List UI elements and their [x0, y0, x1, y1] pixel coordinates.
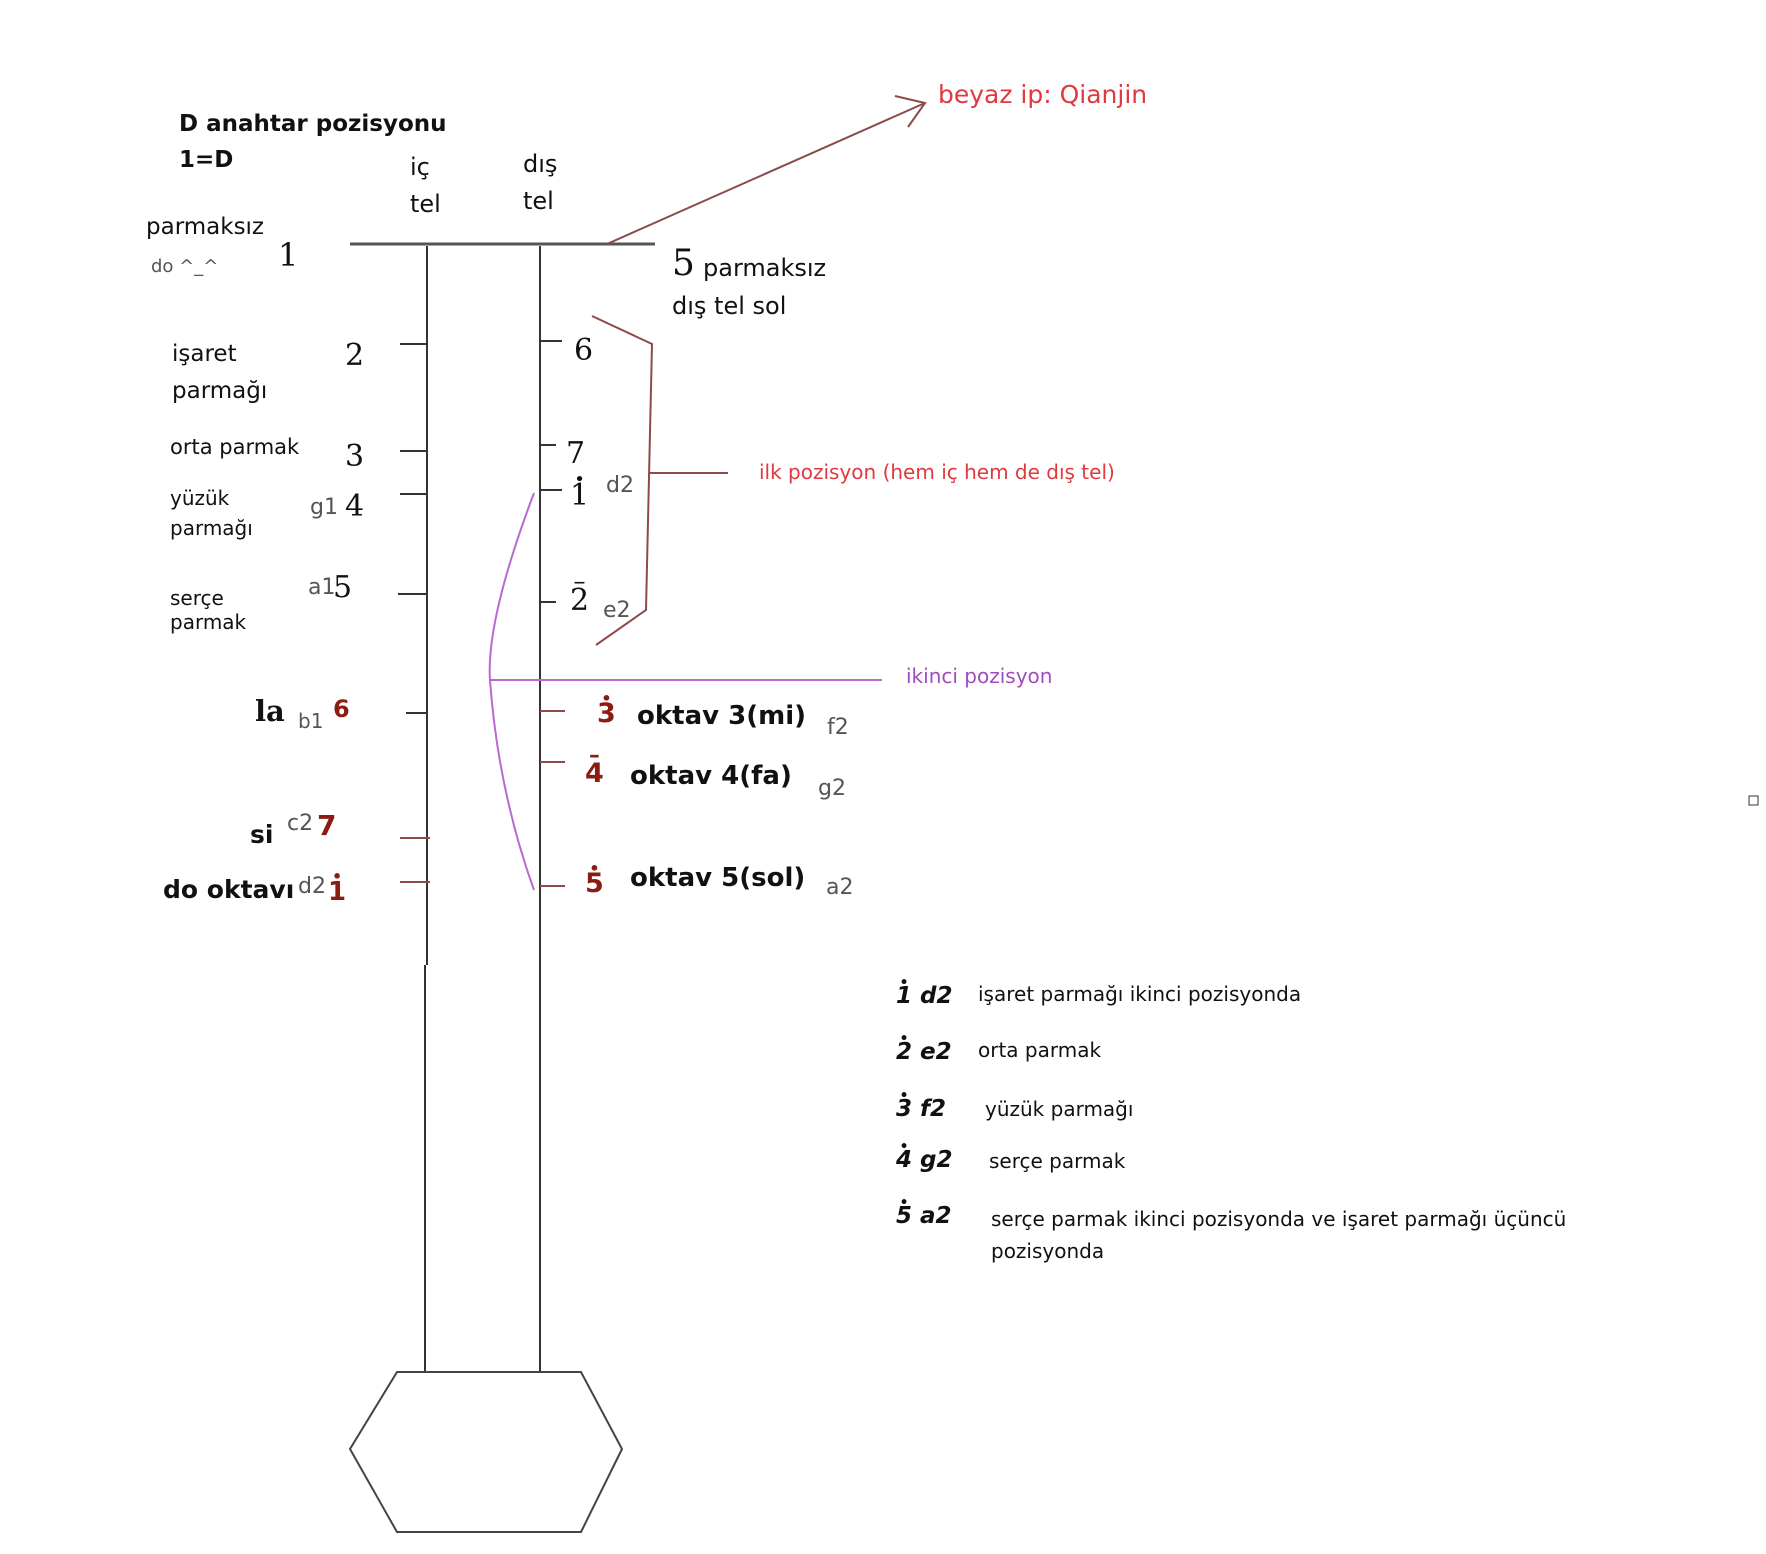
legend-5-text: serçe parmak ikinci pozisyonda ve işaret…: [991, 1207, 1567, 1231]
inner-note-4-num: 4: [345, 489, 365, 524]
title-line1: D anahtar pozisyonu: [179, 111, 447, 137]
outer-second-3-pitch: f2: [827, 715, 849, 740]
outer-open-label2: dış tel sol: [672, 292, 787, 320]
inner-note-4-pitch: g1: [310, 495, 338, 520]
inner-note-3-num: 3: [345, 439, 365, 474]
outer-string-label-1: dış: [523, 150, 558, 178]
inner-note-2-num: 2: [345, 338, 365, 373]
inner-note-5-pitch: a1: [308, 575, 336, 600]
inner-second-6-pitch: b1: [298, 709, 324, 733]
outer-second-4-num: 4: [585, 760, 604, 787]
outer-second-5-num: 5: [585, 870, 604, 897]
inner-note-5-num: 5: [333, 570, 353, 605]
white-string-label: beyaz ip: Qianjin: [938, 80, 1148, 109]
inner-second-6-solfa: la: [255, 694, 285, 728]
inner-note-4-finger-2: parmağı: [170, 516, 253, 540]
outer-note-7-num: 7: [566, 436, 586, 471]
inner-note-5-finger-1: serçe: [170, 586, 224, 610]
legend-1-note: 1 d2: [896, 985, 953, 1008]
first-position-label: ilk pozisyon (hem iç hem de dış tel): [759, 460, 1115, 484]
legend-5-text2: pozisyonda: [991, 1239, 1105, 1263]
outer-note-1-pitch: d2: [606, 473, 634, 498]
title-line2: 1=D: [179, 147, 234, 173]
inner-second-1-num: 1: [328, 879, 346, 905]
second-position-label: ikinci pozisyon: [906, 664, 1053, 688]
resonator-body: [348, 1371, 624, 1533]
inner-second-1-solfa: do oktavı: [163, 875, 295, 904]
outer-note-6-num: 6: [574, 333, 594, 368]
outer-second-4-digit: 4: [585, 760, 604, 787]
inner-second-1-digit: 1: [328, 879, 346, 905]
inner-note-2-finger-1: işaret: [172, 341, 237, 367]
outer-second-5-digit: 5: [585, 870, 604, 897]
inner-note-5-finger-2: parmak: [170, 610, 247, 634]
inner-open-finger: parmaksız: [146, 214, 265, 240]
outer-note-2-digit: 2: [570, 586, 589, 616]
inner-second-1-pitch: d2: [298, 874, 326, 899]
legend-5-note: 5 a2: [896, 1205, 952, 1228]
outer-second-5-pitch: a2: [826, 875, 854, 900]
white-string-arrow: [606, 95, 927, 245]
first-position-bracket: [591, 315, 728, 646]
inner-note-4-finger-1: yüzük: [170, 486, 230, 510]
inner-second-7-num: 7: [317, 809, 337, 842]
inner-note-2-finger-2: parmağı: [172, 378, 268, 404]
inner-second-7-pitch: c2: [287, 811, 314, 836]
outer-open-num: 5: [672, 243, 695, 284]
legend-4-text: serçe parmak: [989, 1149, 1126, 1173]
outer-second-4-pitch: g2: [818, 776, 846, 801]
outer-second-4-label: oktav 4(fa): [630, 761, 792, 791]
legend-2-text: orta parmak: [978, 1038, 1102, 1062]
second-position-bracket: [488, 492, 882, 891]
inner-open-solfa: do ^_^: [151, 256, 219, 277]
inner-second-6-num: 6: [333, 695, 350, 723]
outer-string-label-2: tel: [523, 187, 554, 215]
outer-second-3-digit: 3: [597, 700, 616, 727]
inner-string-label-1: iç: [410, 153, 430, 181]
outer-open-label: parmaksız: [703, 254, 827, 282]
outer-note-1-num: 1: [570, 481, 589, 511]
outer-note-2-pitch: e2: [603, 598, 631, 623]
outer-second-3-label: oktav 3(mi): [637, 701, 806, 731]
legend-1-text: işaret parmağı ikinci pozisyonda: [978, 982, 1302, 1006]
outer-note-1-digit: 1: [570, 481, 589, 511]
outer-second-5-label: oktav 5(sol): [630, 863, 806, 893]
outer-note-2-num: 2: [570, 586, 589, 616]
legend-2-note: 2 e2: [896, 1041, 952, 1064]
inner-note-3-finger: orta parmak: [170, 435, 300, 459]
legend-3-note: 3 f2: [896, 1098, 946, 1121]
inner-second-7-solfa: si: [250, 820, 274, 849]
legend-3-text: yüzük parmağı: [985, 1097, 1134, 1121]
inner-open-num: 1: [278, 236, 299, 274]
small-box: [1748, 795, 1759, 806]
legend-4-note: 4 g2: [896, 1149, 953, 1172]
outer-second-3-num: 3: [597, 700, 616, 727]
inner-string-label-2: tel: [410, 190, 441, 218]
